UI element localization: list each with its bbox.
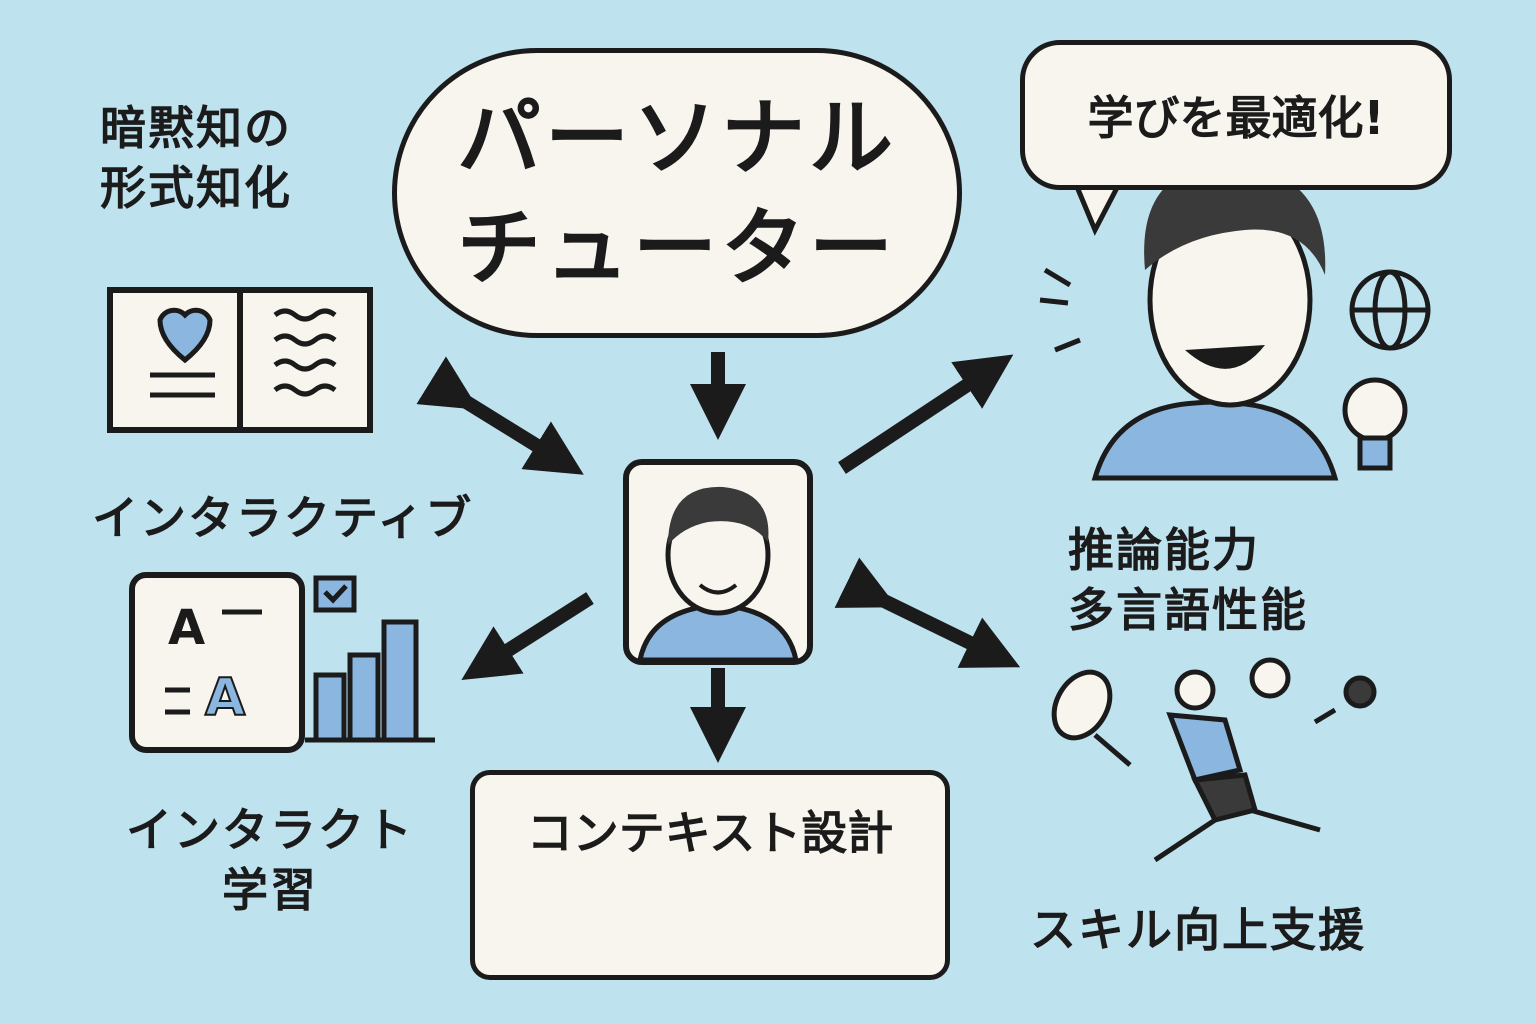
interact-learning-label: インタラクト 学習: [120, 800, 420, 920]
quiz-letter-a1: A: [168, 600, 206, 656]
title-line1: パーソナル: [456, 89, 897, 187]
arrows: [416, 352, 1021, 763]
bar-chart-icon: [305, 575, 435, 743]
quiz-card-icon: [129, 572, 305, 753]
arrow-tutor-teacher: [838, 354, 1014, 474]
context-design-label: コンテキスト設計: [526, 806, 894, 860]
arrow-tutor-skills: [834, 557, 1021, 668]
quiz-letter-a2: A: [204, 667, 246, 729]
tacit-line1: 暗黙知の: [100, 101, 292, 155]
tacit-knowledge-label: 暗黙知の 形式知化: [100, 98, 292, 218]
skill-support-label: スキル向上支援: [1030, 903, 1366, 957]
title-bubble: パーソナル チューター: [392, 48, 962, 338]
tacit-line2: 形式知化: [100, 161, 292, 215]
arrow-book-tutor: [416, 356, 584, 475]
interactive-label: インタラクティブ: [92, 491, 474, 545]
title-line2: チューター: [456, 199, 897, 297]
interact-line2: 学習: [222, 863, 318, 917]
abilities-line2: 多言語性能: [1068, 583, 1308, 637]
abilities-label: 推論能力 多言語性能: [1068, 520, 1308, 640]
interact-line1: インタラクト: [126, 803, 414, 857]
speech-tail: [1072, 180, 1123, 236]
globe-icon: [1349, 269, 1431, 351]
lightbulb-icon: [1342, 377, 1408, 471]
context-design-box: コンテキスト設計: [470, 770, 950, 980]
tennis-player-icon: [1051, 657, 1377, 863]
arrow-tutor-quiz: [461, 592, 594, 681]
book-icon: [107, 287, 373, 433]
tutor-avatar: [623, 459, 813, 665]
abilities-line1: 推論能力: [1068, 523, 1260, 577]
teacher-illustration: [1039, 164, 1431, 481]
speech-bubble: 学びを最適化!: [1020, 40, 1452, 190]
